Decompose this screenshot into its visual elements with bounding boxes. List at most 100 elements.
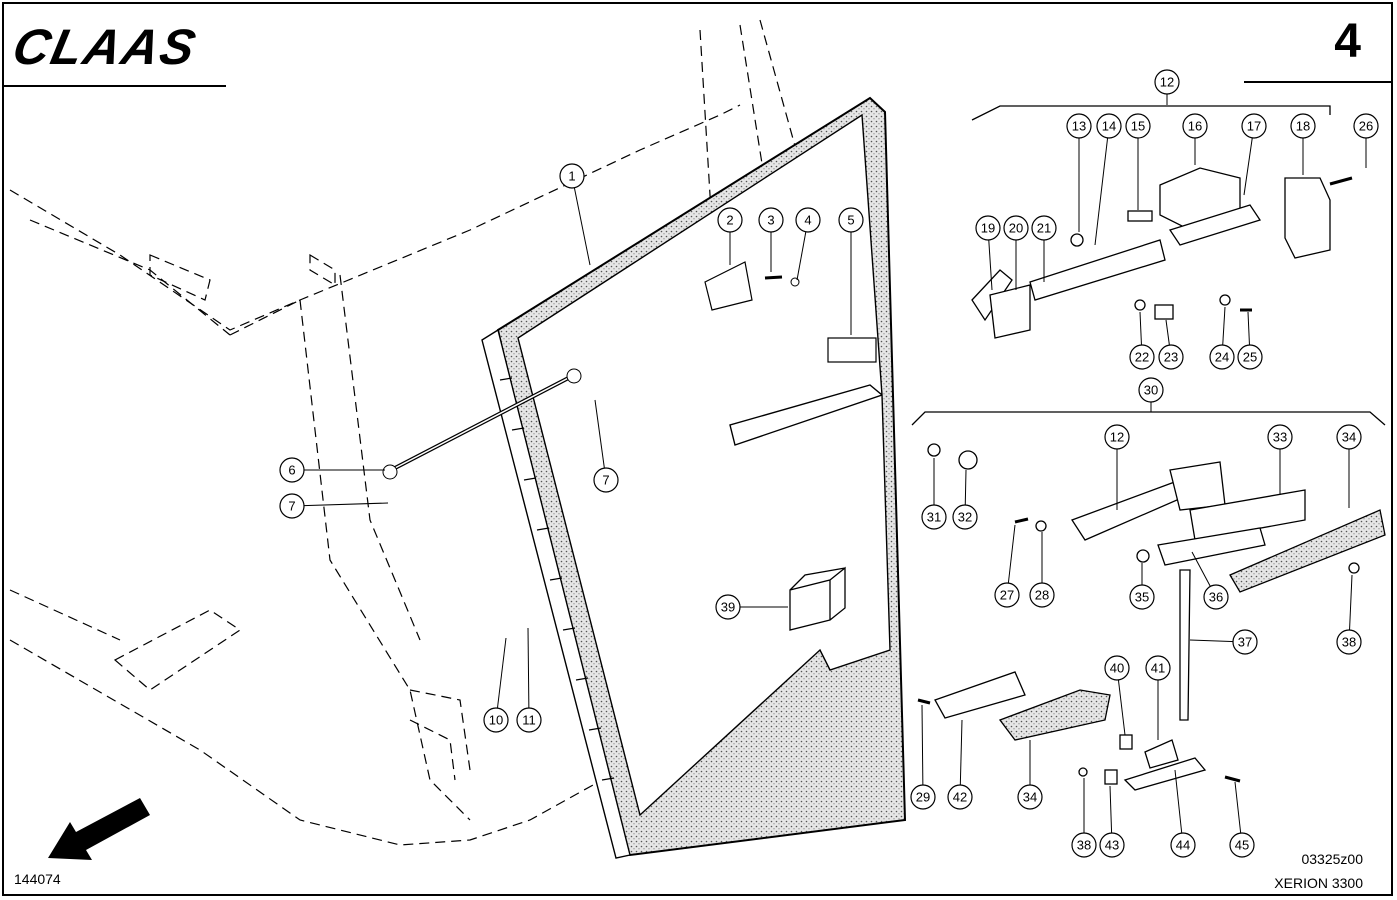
callout-29: 29 (910, 784, 936, 810)
callout-label: 31 (927, 510, 941, 525)
callout-22: 22 (1129, 344, 1155, 370)
callout-36: 36 (1203, 584, 1229, 610)
callout-circle (715, 594, 741, 620)
callout-label: 13 (1072, 119, 1086, 134)
model-label: XERION 3300 (1274, 875, 1363, 891)
callout-12: 12 (1104, 424, 1130, 450)
callout-circle (1125, 113, 1151, 139)
callout-17: 17 (1241, 113, 1267, 139)
callout-label: 12 (1110, 430, 1124, 445)
callout-19: 19 (975, 215, 1001, 241)
callout-14: 14 (1096, 113, 1122, 139)
callout-label: 34 (1023, 790, 1037, 805)
callout-label: 30 (1144, 383, 1158, 398)
callout-7: 7 (279, 493, 305, 519)
callout-label: 14 (1102, 119, 1116, 134)
page-number: 4 (1334, 15, 1361, 68)
callout-28: 28 (1029, 582, 1055, 608)
callout-1: 1 (559, 163, 585, 189)
callout-label: 34 (1342, 430, 1356, 445)
callout-circle (994, 582, 1020, 608)
lock-group-lower (911, 411, 1386, 791)
callout-circle (559, 163, 585, 189)
callout-circle (1138, 377, 1164, 403)
callout-label: 43 (1105, 838, 1119, 853)
callout-circle (1104, 655, 1130, 681)
direction-arrow (48, 798, 150, 860)
callout-circle (921, 504, 947, 530)
callout-circle (1241, 113, 1267, 139)
callout-circle (1104, 424, 1130, 450)
callout-38: 38 (1071, 832, 1097, 858)
callout-25: 25 (1237, 344, 1263, 370)
callout-label: 2 (726, 213, 733, 228)
leader-line (594, 399, 607, 481)
callout-circle (1129, 584, 1155, 610)
callout-34: 34 (1017, 784, 1043, 810)
callout-circle (1209, 344, 1235, 370)
callout-13: 13 (1066, 113, 1092, 139)
callout-circle (947, 784, 973, 810)
callout-circle (795, 207, 821, 233)
callout-label: 45 (1235, 838, 1249, 853)
callout-24: 24 (1209, 344, 1235, 370)
callout-circle (1071, 832, 1097, 858)
callout-circle (758, 207, 784, 233)
callout-label: 38 (1077, 838, 1091, 853)
callout-circle (717, 207, 743, 233)
callout-43: 43 (1099, 832, 1125, 858)
callout-label: 24 (1215, 350, 1229, 365)
callout-39: 39 (715, 594, 741, 620)
callout-circle (1145, 655, 1171, 681)
callout-21: 21 (1031, 215, 1057, 241)
callout-label: 37 (1238, 635, 1252, 650)
callout-circle (1170, 832, 1196, 858)
lock-group-upper (971, 105, 1353, 339)
label-plate (827, 337, 877, 363)
callout-circle (975, 215, 1001, 241)
callout-10: 10 (483, 707, 509, 733)
callout-circle (952, 504, 978, 530)
callout-33: 33 (1267, 424, 1293, 450)
callout-circle (1096, 113, 1122, 139)
callout-20: 20 (1003, 215, 1029, 241)
door-assembly (382, 96, 907, 859)
callout-2: 2 (717, 207, 743, 233)
callout-label: 42 (953, 790, 967, 805)
leader-line (495, 637, 507, 721)
callout-32: 32 (952, 504, 978, 530)
callout-label: 15 (1131, 119, 1145, 134)
leader-line (1094, 125, 1110, 246)
leader-line (921, 704, 924, 798)
callout-26: 26 (1353, 113, 1379, 139)
callout-12: 12 (1154, 69, 1180, 95)
callout-circle (1182, 113, 1208, 139)
callout-label: 7 (288, 499, 295, 514)
callout-circle (1232, 629, 1258, 655)
callout-label: 17 (1247, 119, 1261, 134)
callout-label: 32 (958, 510, 972, 525)
callout-circle (1066, 113, 1092, 139)
leader-line (291, 502, 389, 507)
callout-circle (1154, 69, 1180, 95)
callout-44: 44 (1170, 832, 1196, 858)
callout-label: 25 (1243, 350, 1257, 365)
leader-line (959, 719, 963, 798)
callout-circle (593, 467, 619, 493)
callout-label: 35 (1135, 590, 1149, 605)
callout-circle (1031, 215, 1057, 241)
callout-circle (1336, 424, 1362, 450)
leader-lines (291, 82, 1367, 846)
callout-label: 33 (1273, 430, 1287, 445)
callout-circle (1237, 344, 1263, 370)
leader-line (571, 175, 591, 266)
callout-7: 7 (593, 467, 619, 493)
callout-circle (1290, 113, 1316, 139)
callout-45: 45 (1229, 832, 1255, 858)
callout-41: 41 (1145, 655, 1171, 681)
figure-id: 144074 (14, 871, 61, 887)
callout-circle (1017, 784, 1043, 810)
